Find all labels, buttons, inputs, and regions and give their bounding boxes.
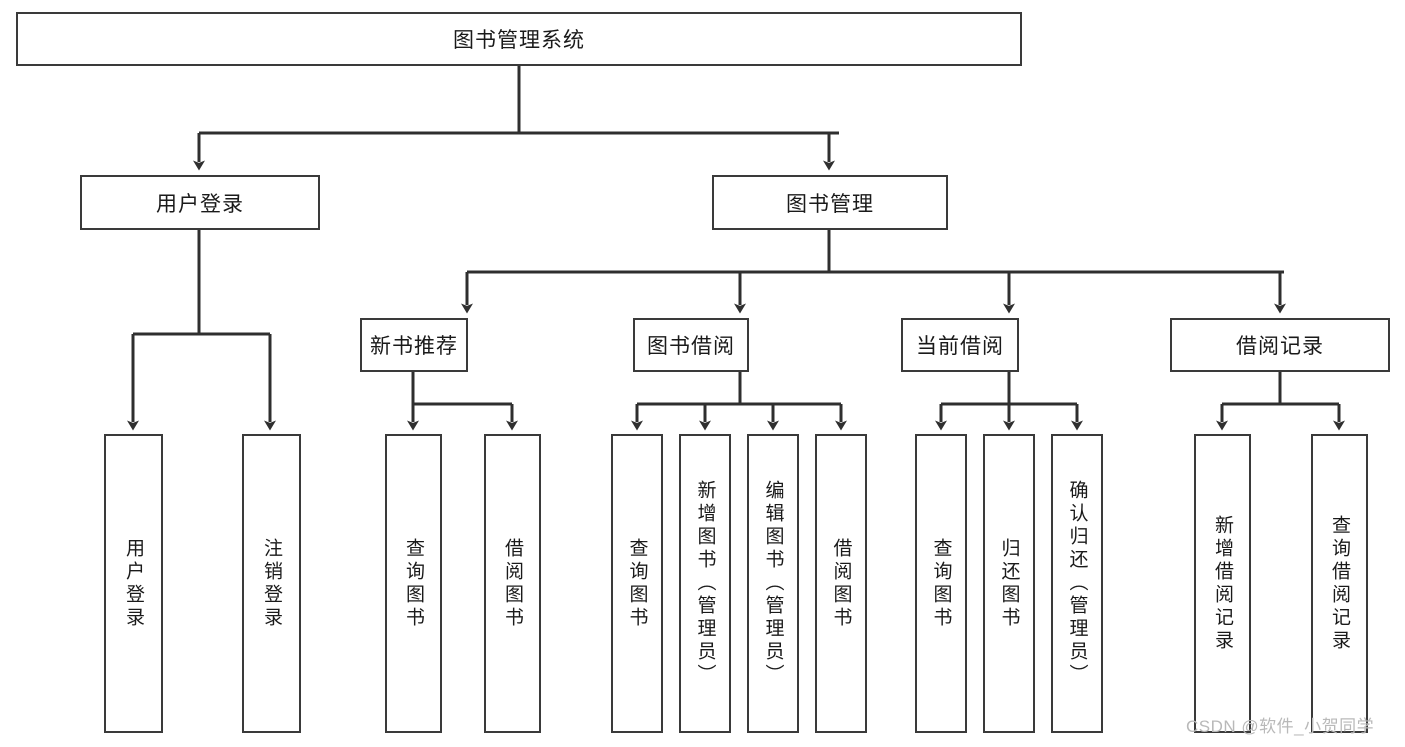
leaf-add-borrow-record[interactable]: 新增借阅记录 — [1194, 434, 1251, 733]
node-book-management-label: 图书管理 — [786, 192, 874, 216]
node-current-borrow[interactable]: 当前借阅 — [901, 318, 1019, 372]
node-root[interactable]: 图书管理系统 — [16, 12, 1022, 66]
node-root-label: 图书管理系统 — [453, 29, 585, 52]
leaf-query-book-recommend-label: 查询图书 — [403, 537, 424, 630]
leaf-borrow-book[interactable]: 借阅图书 — [815, 434, 867, 733]
leaf-borrow-book-label: 借阅图书 — [830, 537, 852, 630]
leaf-query-book-borrow[interactable]: 查询图书 — [611, 434, 663, 733]
node-book-management[interactable]: 图书管理 — [712, 175, 948, 230]
leaf-edit-book-admin-label: 编辑图书（管理员） — [762, 480, 784, 687]
node-current-borrow-label: 当前借阅 — [916, 335, 1004, 358]
node-user-login-label: 用户登录 — [156, 192, 244, 216]
node-new-book-recommend[interactable]: 新书推荐 — [360, 318, 468, 372]
leaf-borrow-book-recommend-label: 借阅图书 — [502, 537, 523, 630]
node-book-borrow-label: 图书借阅 — [647, 335, 735, 358]
leaf-query-book-current[interactable]: 查询图书 — [915, 434, 967, 733]
leaf-query-book-recommend[interactable]: 查询图书 — [385, 434, 442, 733]
leaf-confirm-return-admin-label: 确认归还（管理员） — [1066, 480, 1088, 687]
leaf-query-borrow-record[interactable]: 查询借阅记录 — [1311, 434, 1368, 733]
watermark: CSDN @软件_小贺同学 — [1186, 717, 1375, 736]
node-new-book-recommend-label: 新书推荐 — [370, 335, 458, 358]
leaf-query-borrow-record-label: 查询借阅记录 — [1329, 514, 1350, 653]
leaf-add-book-admin-label: 新增图书（管理员） — [694, 480, 716, 687]
leaf-user-login-label: 用户登录 — [123, 537, 144, 630]
leaf-logout-label: 注销登录 — [261, 537, 282, 630]
node-book-borrow[interactable]: 图书借阅 — [633, 318, 749, 372]
leaf-confirm-return-admin[interactable]: 确认归还（管理员） — [1051, 434, 1103, 733]
leaf-query-book-current-label: 查询图书 — [930, 537, 952, 630]
leaf-edit-book-admin[interactable]: 编辑图书（管理员） — [747, 434, 799, 733]
node-borrow-records-label: 借阅记录 — [1236, 335, 1324, 358]
node-borrow-records[interactable]: 借阅记录 — [1170, 318, 1390, 372]
leaf-user-login[interactable]: 用户登录 — [104, 434, 163, 733]
leaf-return-book-label: 归还图书 — [998, 537, 1020, 630]
leaf-add-book-admin[interactable]: 新增图书（管理员） — [679, 434, 731, 733]
leaf-borrow-book-recommend[interactable]: 借阅图书 — [484, 434, 541, 733]
leaf-return-book[interactable]: 归还图书 — [983, 434, 1035, 733]
leaf-logout[interactable]: 注销登录 — [242, 434, 301, 733]
node-user-login[interactable]: 用户登录 — [80, 175, 320, 230]
leaf-add-borrow-record-label: 新增借阅记录 — [1212, 514, 1233, 653]
leaf-query-book-borrow-label: 查询图书 — [626, 537, 648, 630]
